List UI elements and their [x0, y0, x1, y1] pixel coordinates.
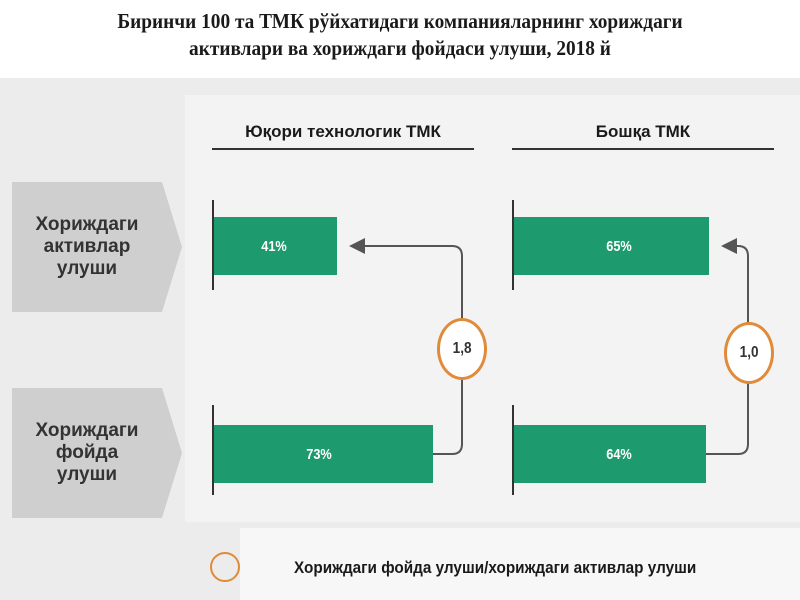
axis-line-high-tech-profits — [212, 405, 214, 495]
axis-line-other-profits — [512, 405, 514, 495]
bar-other-profits: 64% — [514, 425, 706, 483]
bar-high-tech-profits: 73% — [214, 425, 433, 483]
legend-text: Хориждаги фойда улуши/хориждаги активлар… — [294, 558, 697, 577]
bar-other-assets: 65% — [514, 217, 709, 275]
legend-area — [240, 528, 800, 600]
row-label-shape-1 — [12, 388, 182, 518]
bar-label-other-profits: 64% — [606, 445, 632, 463]
ratio-circle-high-tech: 1,8 — [437, 318, 487, 380]
axis-line-other-assets — [512, 200, 514, 290]
group-header-other: Бошқа ТМК — [595, 122, 691, 141]
ratio-value-other: 1,0 — [739, 344, 759, 361]
legend-circle-marker — [210, 552, 240, 582]
chart-title: Биринчи 100 та ТМК рўйхатидаги компаниял… — [32, 8, 768, 62]
bar-label-high-tech-assets: 41% — [261, 237, 287, 255]
group-header-line-high-tech — [212, 148, 474, 150]
title-line-2: активлари ва хориждаги фойдаси улуши, 20… — [189, 36, 611, 60]
bar-high-tech-assets: 41% — [214, 217, 337, 275]
axis-line-high-tech-assets — [212, 200, 214, 290]
ratio-circle-other: 1,0 — [724, 322, 774, 384]
title-line-1: Биринчи 100 та ТМК рўйхатидаги компаниял… — [117, 9, 683, 33]
ratio-value-high-tech: 1,8 — [452, 340, 472, 357]
row-label-profits: Хориждаги фойда улуши — [35, 420, 139, 485]
bar-label-other-assets: 65% — [606, 237, 632, 255]
row-label-assets: Хориждаги активлар улуши — [35, 214, 139, 279]
group-header-high-tech: Юқори технологик ТМК — [245, 122, 441, 141]
row-label-shape-0 — [12, 182, 182, 312]
group-header-line-other — [512, 148, 774, 150]
bar-label-high-tech-profits: 73% — [306, 445, 332, 463]
